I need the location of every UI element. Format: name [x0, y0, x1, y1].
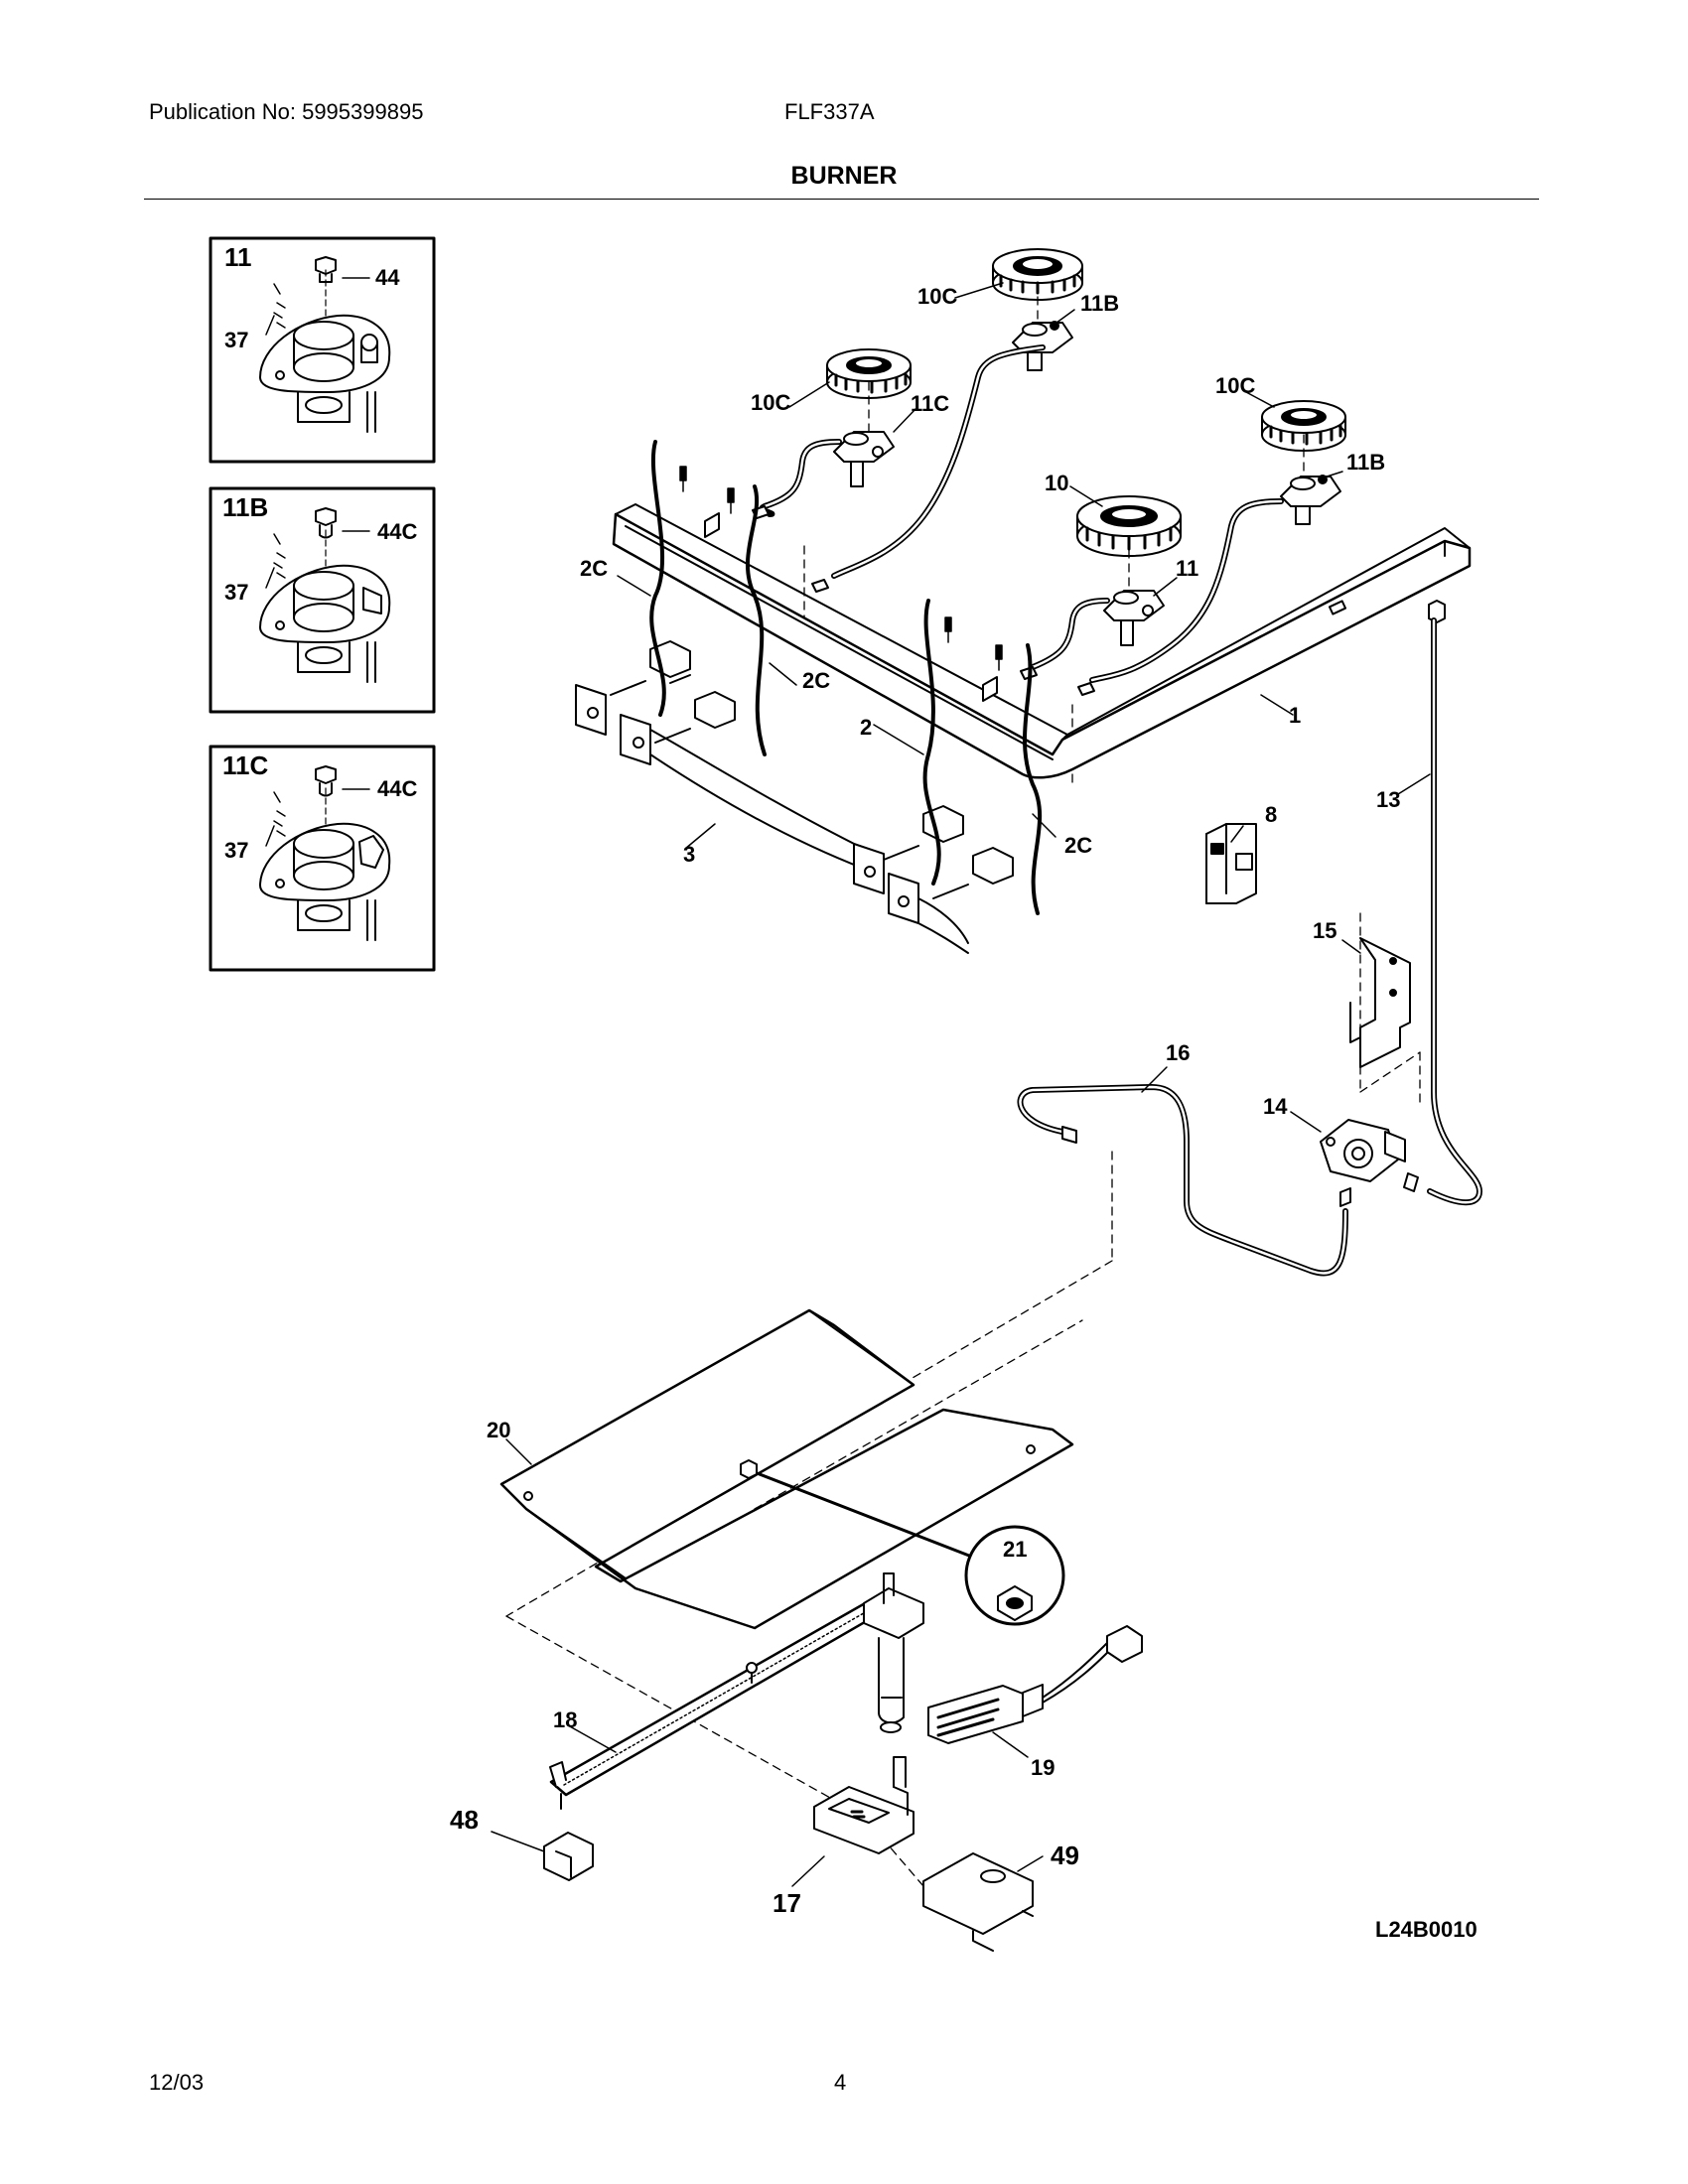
manifold-pipe-icon [612, 503, 1472, 779]
burner-orifice-hood-icon [863, 1572, 924, 1733]
callout-16: 16 [1166, 1040, 1190, 1065]
callout-37: 37 [224, 838, 248, 863]
callout-19: 19 [1031, 1755, 1055, 1780]
page-number: 4 [834, 2070, 847, 2095]
burner-head-right-rear-icon [1261, 400, 1346, 452]
callout-10: 10 [1045, 471, 1068, 495]
diagram-code: L24B0010 [1375, 1917, 1477, 1942]
callout-17: 17 [773, 1888, 801, 1918]
burner-base-icon [259, 765, 391, 941]
model-number: FLF337A [784, 99, 875, 124]
header-divider [144, 199, 1539, 200]
callout-44c: 44C [377, 519, 417, 544]
callout-2c: 2C [802, 668, 830, 693]
callout-13: 13 [1376, 787, 1400, 812]
leader-lines [491, 282, 1431, 1887]
callout-44c: 44C [377, 776, 417, 801]
igniter-wire-icons [649, 440, 1043, 915]
inset-title: 11B [222, 492, 268, 522]
callouts: 10C 11B 10C 11C 10C 11B 10 11 2C 2C 2 2C… [450, 284, 1477, 1942]
callout-48: 48 [450, 1805, 479, 1835]
inset-box-11: 11 44 37 [209, 236, 436, 464]
burner-head-rear-middle-icon [826, 348, 912, 399]
callout-10c: 10C [917, 284, 957, 309]
callout-14: 14 [1263, 1094, 1288, 1119]
callout-8: 8 [1265, 802, 1277, 827]
burner-bracket-icon [575, 684, 969, 954]
callout-3: 3 [683, 842, 695, 867]
heat-shield-49-icon [922, 1852, 1034, 1952]
oven-igniter-icon [927, 1625, 1143, 1744]
burner-base-11c-rear-icon [752, 431, 895, 519]
gas-supply-pipe-icon [1403, 600, 1482, 1206]
callout-21: 21 [1003, 1537, 1027, 1562]
burner-base-11b-right-icon [1077, 475, 1341, 696]
callout-20: 20 [487, 1418, 510, 1442]
callout-2: 2 [860, 715, 872, 740]
lock-nut-detail-icon [740, 1459, 1065, 1626]
centerlines [505, 282, 1421, 1887]
valve-left-icon [610, 640, 736, 744]
inset-box-11b: 11B 44C 37 [209, 486, 436, 714]
callout-1: 1 [1289, 703, 1301, 728]
callout-2c: 2C [1064, 833, 1092, 858]
regulator-tube-icon [1017, 1084, 1351, 1277]
publication-number: Publication No: 5995399895 [149, 99, 424, 124]
section-title: BURNER [790, 162, 898, 190]
inset-title: 11C [222, 751, 268, 780]
pressure-regulator-icon [1320, 1119, 1406, 1182]
callout-2c: 2C [580, 556, 608, 581]
footer-date: 12/03 [149, 2070, 205, 2095]
burner-base-11b-rear-icon [811, 321, 1073, 593]
regulator-bracket-icon [1349, 937, 1411, 1068]
callout-49: 49 [1051, 1841, 1079, 1870]
burner-base-icon [259, 256, 391, 433]
callout-11b: 11B [1346, 450, 1385, 475]
callout-10c: 10C [751, 390, 790, 415]
callout-10c: 10C [1215, 373, 1255, 398]
burner-clip-48-icon [543, 1832, 594, 1881]
burner-base-11-icon [1020, 590, 1165, 680]
callout-37: 37 [224, 328, 248, 352]
callout-11c: 11C [911, 391, 949, 416]
inset-box-11c: 11C 44C 37 [209, 745, 436, 972]
spark-module-icon [1205, 823, 1257, 904]
burner-base-icon [259, 507, 391, 683]
callout-44: 44 [375, 265, 400, 290]
burner-head-rear-left-icon [992, 248, 1083, 301]
screw-icons [679, 466, 1003, 671]
callout-15: 15 [1313, 918, 1336, 943]
burner-head-large-icon [1076, 495, 1182, 557]
callout-11: 11 [1176, 556, 1198, 581]
oven-safety-valve-icon [813, 1756, 914, 1854]
callout-37: 37 [224, 580, 248, 605]
oven-baffle-icon [499, 1308, 1074, 1630]
oven-burner-tube-icon [549, 1596, 891, 1810]
inset-title: 11 [224, 242, 252, 272]
callout-18: 18 [553, 1707, 577, 1732]
callout-11b: 11B [1080, 291, 1119, 316]
